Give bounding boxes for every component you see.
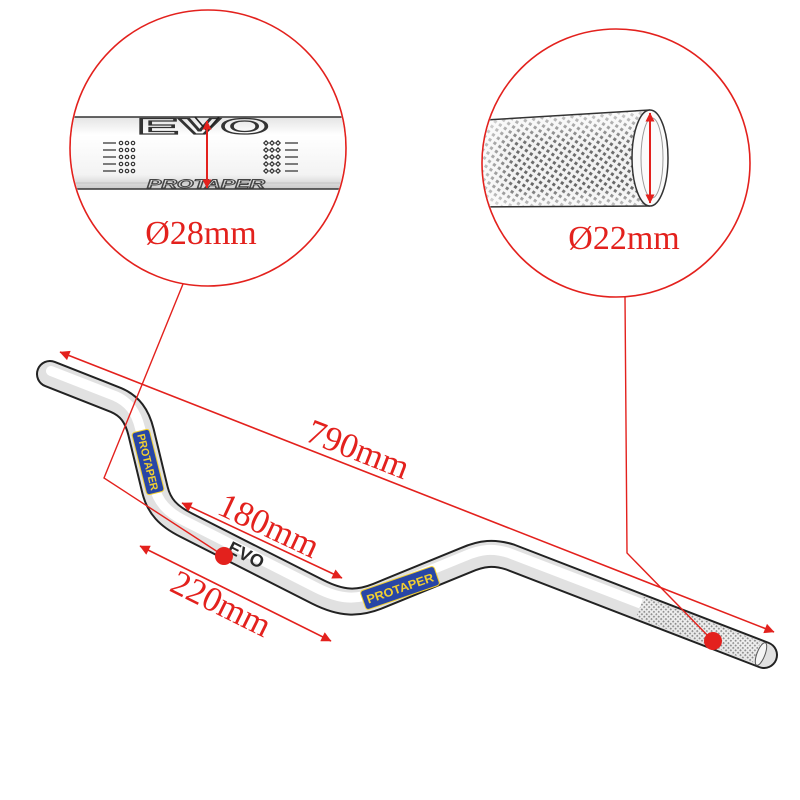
reference-dot-grip [704, 632, 722, 650]
leader-line-grip [624, 296, 714, 642]
center-diameter-label: Ø28mm [145, 215, 256, 252]
reference-dot-center [215, 547, 233, 565]
overall-width-label: 790mm [301, 412, 415, 487]
grip-top-edge [483, 109, 651, 122]
right-bar-end [754, 642, 768, 666]
magnified-center-section: EVO PROTAPER [71, 113, 345, 191]
detail-grip-end: Ø22mm [481, 28, 751, 298]
grip-fade [483, 110, 650, 207]
overall-width-arrow [59, 350, 775, 634]
detail-center-tube: EVO PROTAPER Ø28mm [69, 9, 347, 287]
grip-diameter-label: Ø22mm [568, 220, 679, 257]
rise-section-width-arrow [139, 545, 332, 642]
grip-bottom-edge [483, 205, 651, 208]
magnified-grip-section [483, 109, 669, 208]
handlebar: PROTAPER EVO PROTAPER [36, 360, 778, 669]
scale-marks-right [262, 139, 298, 175]
scale-marks-left [103, 140, 136, 174]
right-grip-knurling [636, 596, 761, 663]
